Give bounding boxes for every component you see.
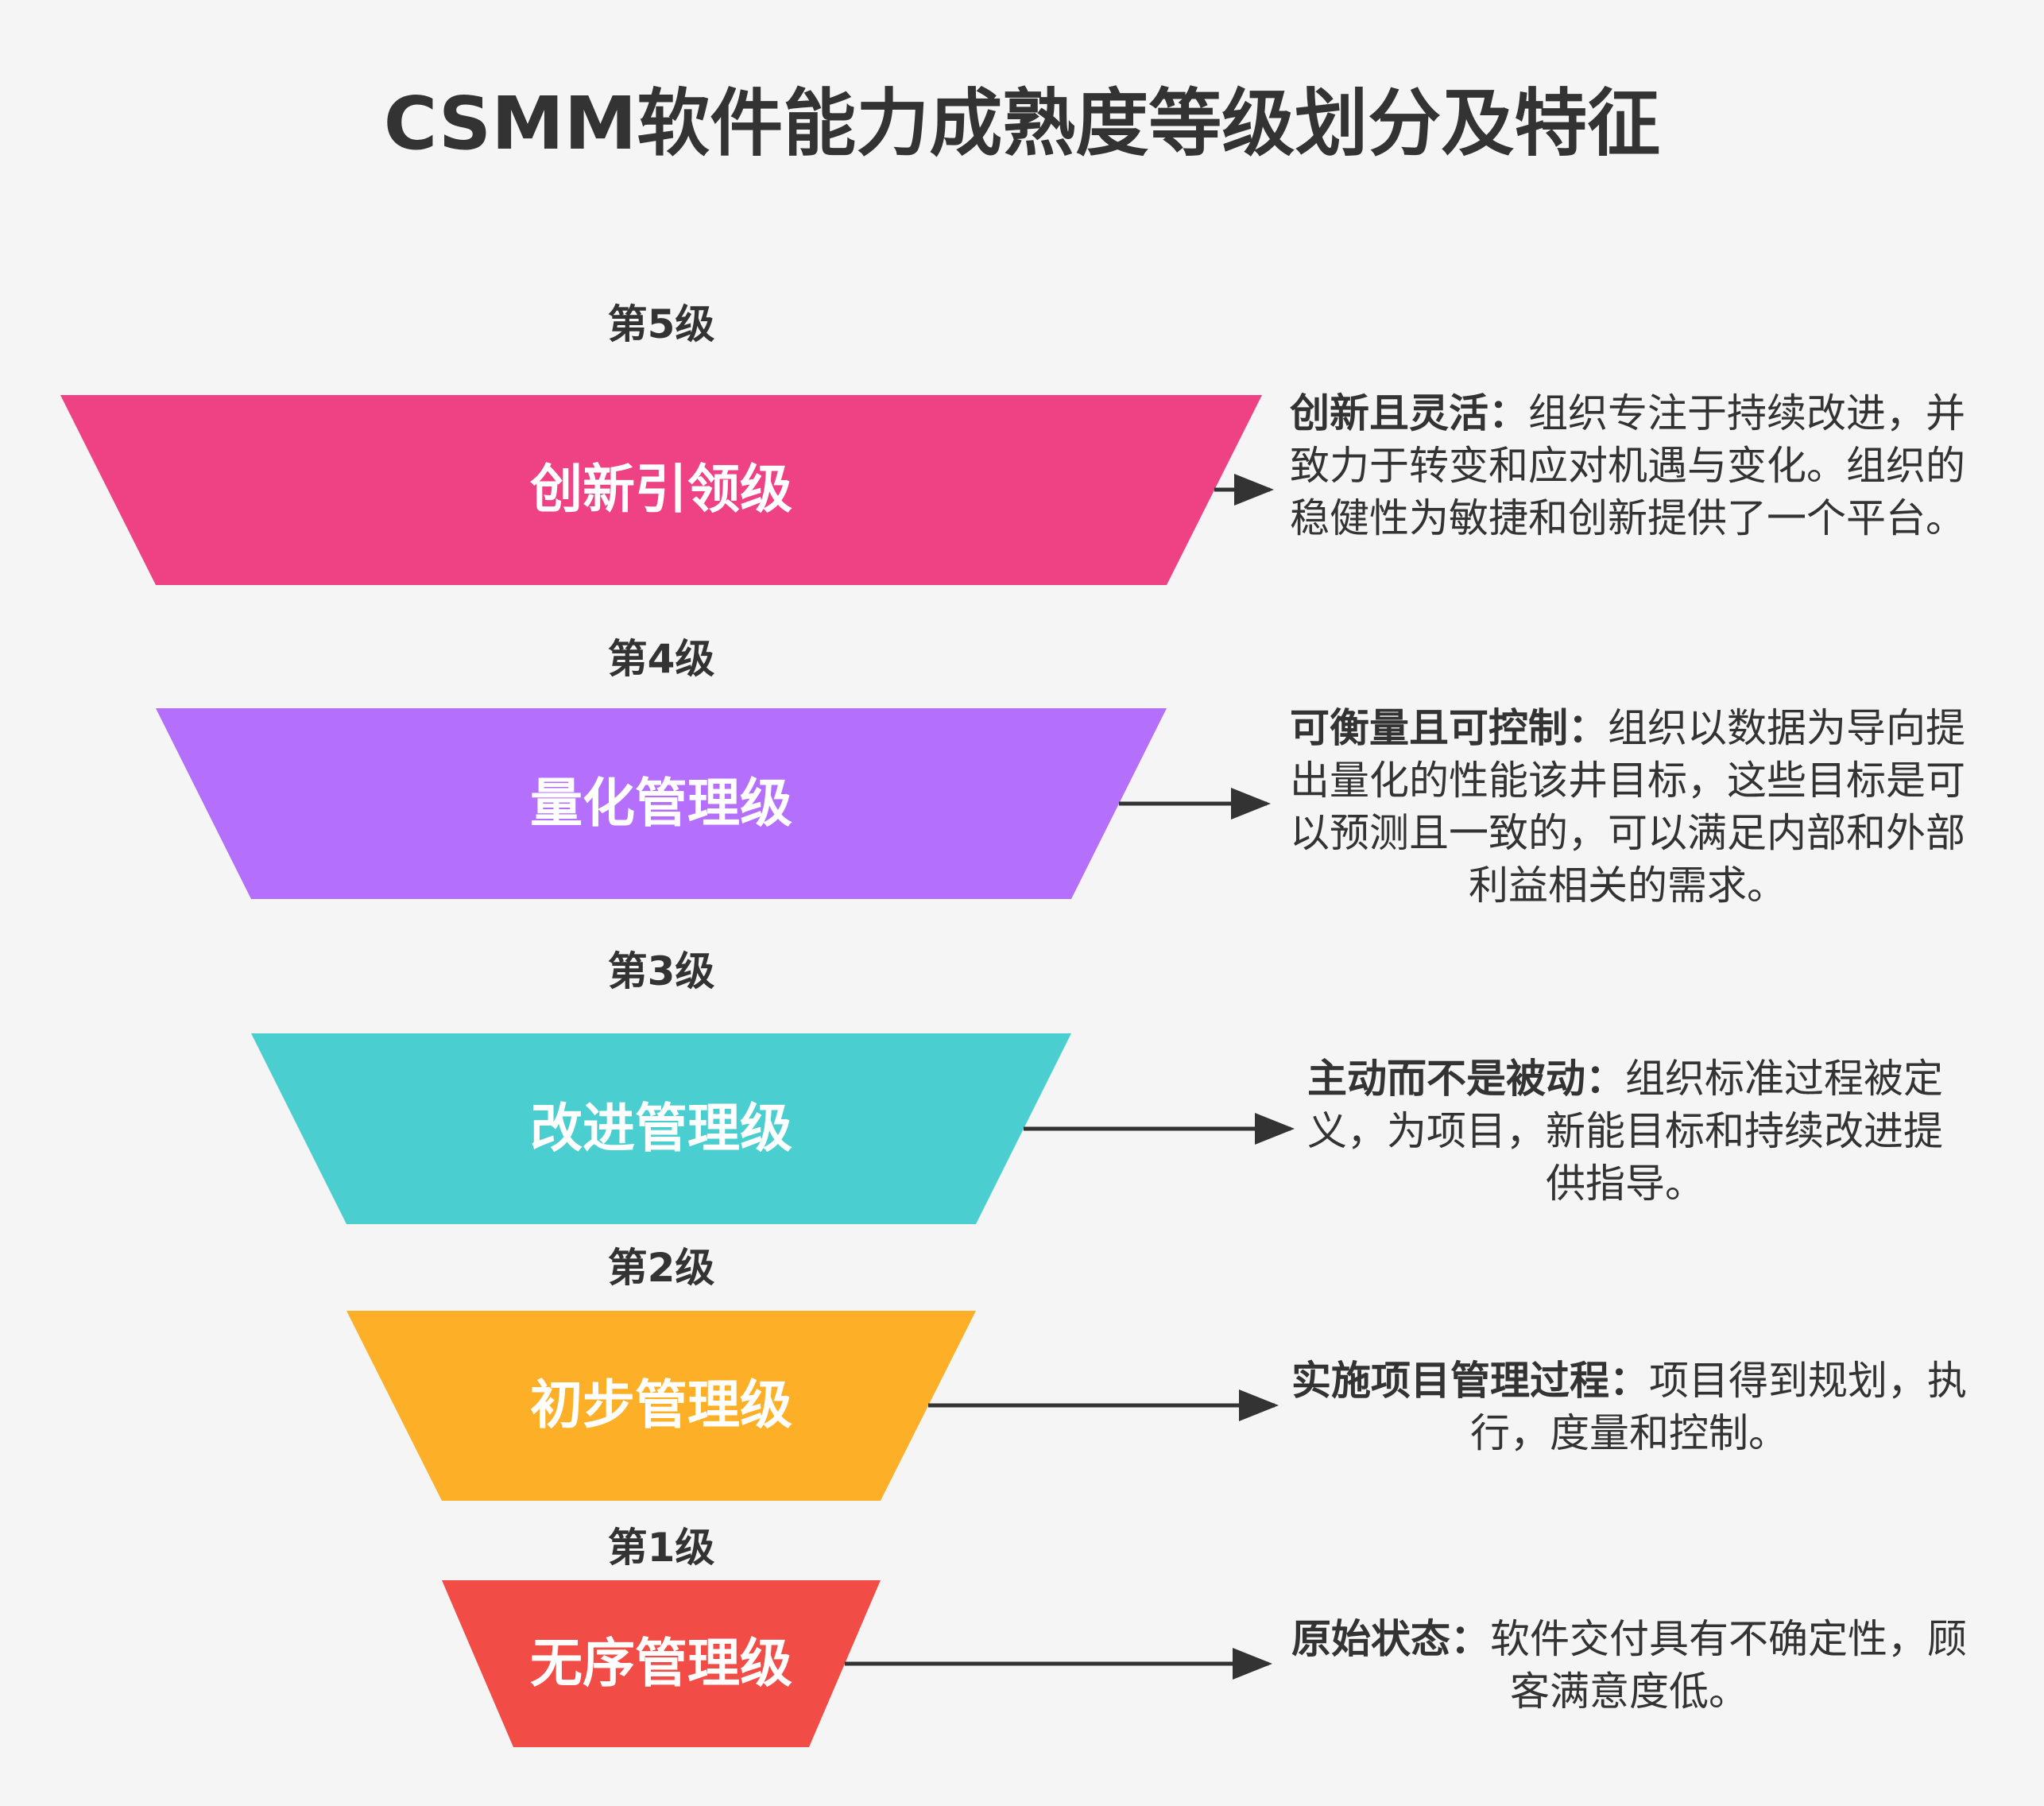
description-text: 项目得到规划，执行，度量和控制。 bbox=[1470, 1358, 1967, 1456]
description-text: 组织以数据为导向提出量化的性能该井目标，这些目标是可以预测且一致的，可以满足内部… bbox=[1290, 705, 1965, 909]
description-heading: 可衡量且可控制： bbox=[1290, 705, 1608, 751]
description-stage-4: 可衡量且可控制：组织以数据为导向提出量化的性能该井目标，这些目标是可以预测且一致… bbox=[1279, 702, 1976, 912]
description-text: 组织专注于持续改进，并致力于转变和应对机遇与变化。组织的稳健性为敏捷和创新提供了… bbox=[1290, 390, 1965, 541]
description-stage-3: 主动而不是被动：组织标准过程被定义，为项目，新能目标和持续改进提供指导。 bbox=[1295, 1052, 1955, 1210]
funnel-stage-1 bbox=[442, 1580, 881, 1747]
stage-name-5: 创新引领级 bbox=[530, 459, 792, 520]
description-heading: 创新且灵活： bbox=[1290, 390, 1528, 436]
page-title: CSMM软件能力成熟度等级划分及特征 bbox=[383, 81, 1661, 166]
stage-name-2: 初步管理级 bbox=[530, 1374, 792, 1436]
description-heading: 原始状态： bbox=[1291, 1616, 1490, 1662]
funnel-stage-3 bbox=[251, 1033, 1071, 1224]
description-stage-2: 实施项目管理过程：项目得到规划，执行，度量和控制。 bbox=[1279, 1354, 1979, 1459]
stage-name-1: 无序管理级 bbox=[530, 1633, 792, 1694]
level-label-5: 第5级 bbox=[607, 301, 715, 347]
funnel-stage-4 bbox=[156, 708, 1167, 899]
description-stage-1: 原始状态：软件交付具有不确定性，顾客满意度低。 bbox=[1279, 1613, 1979, 1718]
level-label-2: 第2级 bbox=[607, 1245, 715, 1291]
level-label-1: 第1级 bbox=[607, 1525, 715, 1571]
stage-name-4: 量化管理级 bbox=[530, 773, 792, 834]
description-stage-5: 创新且灵活：组织专注于持续改进，并致力于转变和应对机遇与变化。组织的稳健性为敏捷… bbox=[1279, 387, 1976, 545]
funnel-stage-5 bbox=[60, 395, 1262, 585]
description-heading: 主动而不是被动： bbox=[1307, 1056, 1625, 1102]
stage-name-3: 改进管理级 bbox=[530, 1098, 792, 1159]
level-label-4: 第4级 bbox=[607, 636, 715, 682]
description-heading: 实施项目管理过程： bbox=[1291, 1358, 1649, 1404]
funnel-stage-2 bbox=[346, 1311, 976, 1501]
description-text: 软件交付具有不确定性，顾客满意度低。 bbox=[1490, 1616, 1967, 1715]
description-text: 组织标准过程被定义，为项目，新能目标和持续改进提供指导。 bbox=[1307, 1056, 1943, 1207]
level-label-3: 第3级 bbox=[607, 948, 715, 994]
